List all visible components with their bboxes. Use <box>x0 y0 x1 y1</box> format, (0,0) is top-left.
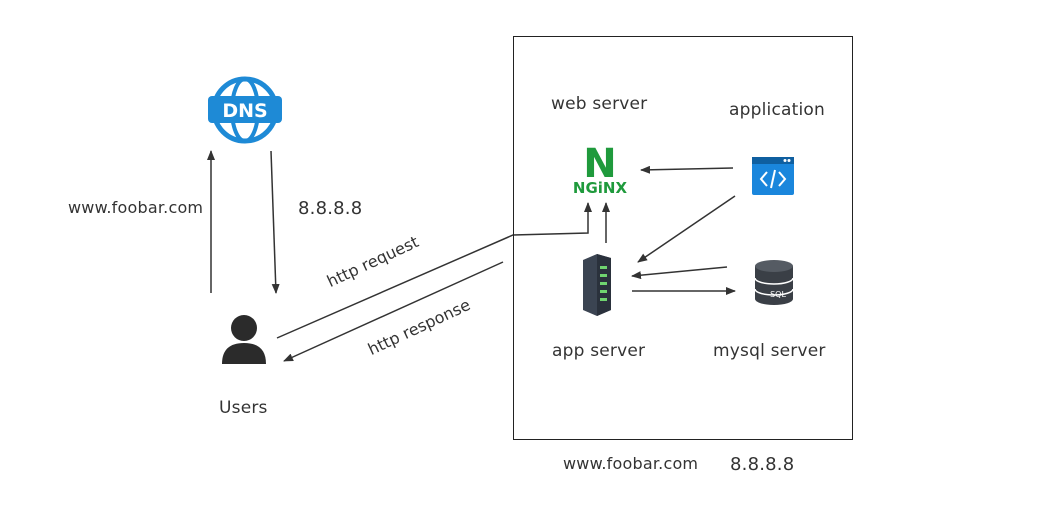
nginx-logo-text: NGiNX <box>573 179 628 197</box>
ip-response-label: 8.8.8.8 <box>298 198 363 219</box>
arrow-dns-to-users <box>270 150 280 294</box>
mysql-server-label: mysql server <box>713 341 826 361</box>
dns-globe-icon: DNS <box>208 76 282 144</box>
domain-bottom-label: www.foobar.com <box>563 454 699 473</box>
nginx-logo-letter: N <box>583 141 616 187</box>
server-boundary-box <box>513 36 853 440</box>
arrow-http-response <box>283 261 504 362</box>
arrow-application-to-nginx <box>640 165 734 174</box>
arrow-application-to-appserver <box>637 195 736 263</box>
arrow-mysql-to-appserver <box>631 266 728 280</box>
domain-query-label: www.foobar.com <box>68 198 204 217</box>
web-server-label: web server <box>551 94 648 114</box>
sql-icon-text: SQL <box>770 290 786 299</box>
application-label: application <box>729 100 825 120</box>
arrow-http-request <box>276 202 592 339</box>
nginx-logo-icon: N NGiNX <box>573 141 628 197</box>
users-label: Users <box>219 398 268 418</box>
app-server-rack-icon <box>583 254 611 316</box>
app-server-label: app server <box>552 341 646 361</box>
application-code-window-icon <box>752 157 794 195</box>
dns-icon-text: DNS <box>222 100 267 122</box>
user-person-icon <box>222 315 266 364</box>
mysql-database-icon: SQL <box>754 260 794 305</box>
ip-bottom-label: 8.8.8.8 <box>730 454 795 475</box>
